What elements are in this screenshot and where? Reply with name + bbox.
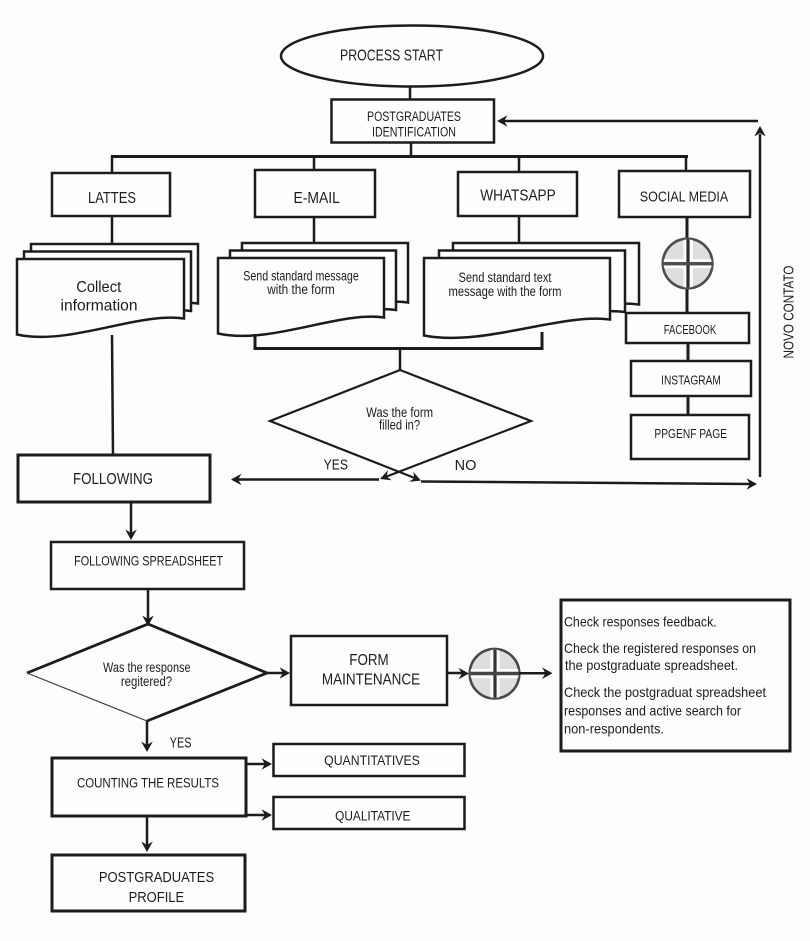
svg-text:message with the form: message with the form [449,284,562,299]
svg-text:responses and active search fo: responses and active search for [564,703,741,719]
svg-text:FOLLOWING SPREADSHEET: FOLLOWING SPREADSHEET [74,553,223,569]
svg-text:SOCIAL MEDIA: SOCIAL MEDIA [640,189,729,206]
svg-text:non-respondents.: non-respondents. [564,721,664,737]
svg-text:INSTAGRAM: INSTAGRAM [661,373,721,388]
svg-text:Collect: Collect [76,279,122,296]
svg-text:information: information [61,298,138,315]
svg-text:QUALITATIVE: QUALITATIVE [335,809,410,824]
svg-text:E-MAIL: E-MAIL [293,190,340,207]
svg-text:POSTGRADUATES: POSTGRADUATES [99,870,214,886]
svg-text:regitered?: regitered? [121,674,172,689]
svg-text:NO: NO [455,457,477,474]
svg-text:FORM: FORM [349,652,388,669]
svg-text:PROCESS START: PROCESS START [340,48,443,65]
svg-text:Check responses feedback.: Check responses feedback. [564,614,717,630]
svg-text:COUNTING THE RESULTS: COUNTING THE RESULTS [77,775,219,790]
svg-text:Was the response: Was the response [103,660,191,675]
svg-text:QUANTITATIVES: QUANTITATIVES [324,753,420,768]
svg-text:FOLLOWING: FOLLOWING [73,471,153,488]
svg-text:the postgraduate spreadsheet.: the postgraduate spreadsheet. [565,657,738,673]
svg-text:LATTES: LATTES [88,190,136,207]
svg-text:PPGENF PAGE: PPGENF PAGE [654,426,727,441]
svg-text:with the form: with the form [266,282,334,297]
svg-text:filled in?: filled in? [379,418,420,433]
svg-text:Send standard message: Send standard message [243,269,359,284]
svg-text:FACEBOOK: FACEBOOK [664,322,717,337]
svg-text:YES: YES [324,457,348,474]
svg-text:Check the registered responses: Check the registered responses on [564,640,756,656]
svg-text:YES: YES [170,734,192,751]
svg-text:NOVO CONTATO: NOVO CONTATO [782,266,798,359]
svg-text:PROFILE: PROFILE [129,890,185,906]
svg-text:MAINTENANCE: MAINTENANCE [322,672,420,689]
svg-text:IDENTIFICATION: IDENTIFICATION [372,125,456,140]
svg-text:WHATSAPP: WHATSAPP [480,188,556,205]
svg-text:Was the form: Was the form [366,405,433,420]
svg-text:Check the postgraduat spreadsh: Check the postgraduat spreadsheet [564,684,766,700]
svg-text:Send standard text: Send standard text [459,270,552,285]
svg-text:POSTGRADUATES: POSTGRADUATES [367,109,461,124]
